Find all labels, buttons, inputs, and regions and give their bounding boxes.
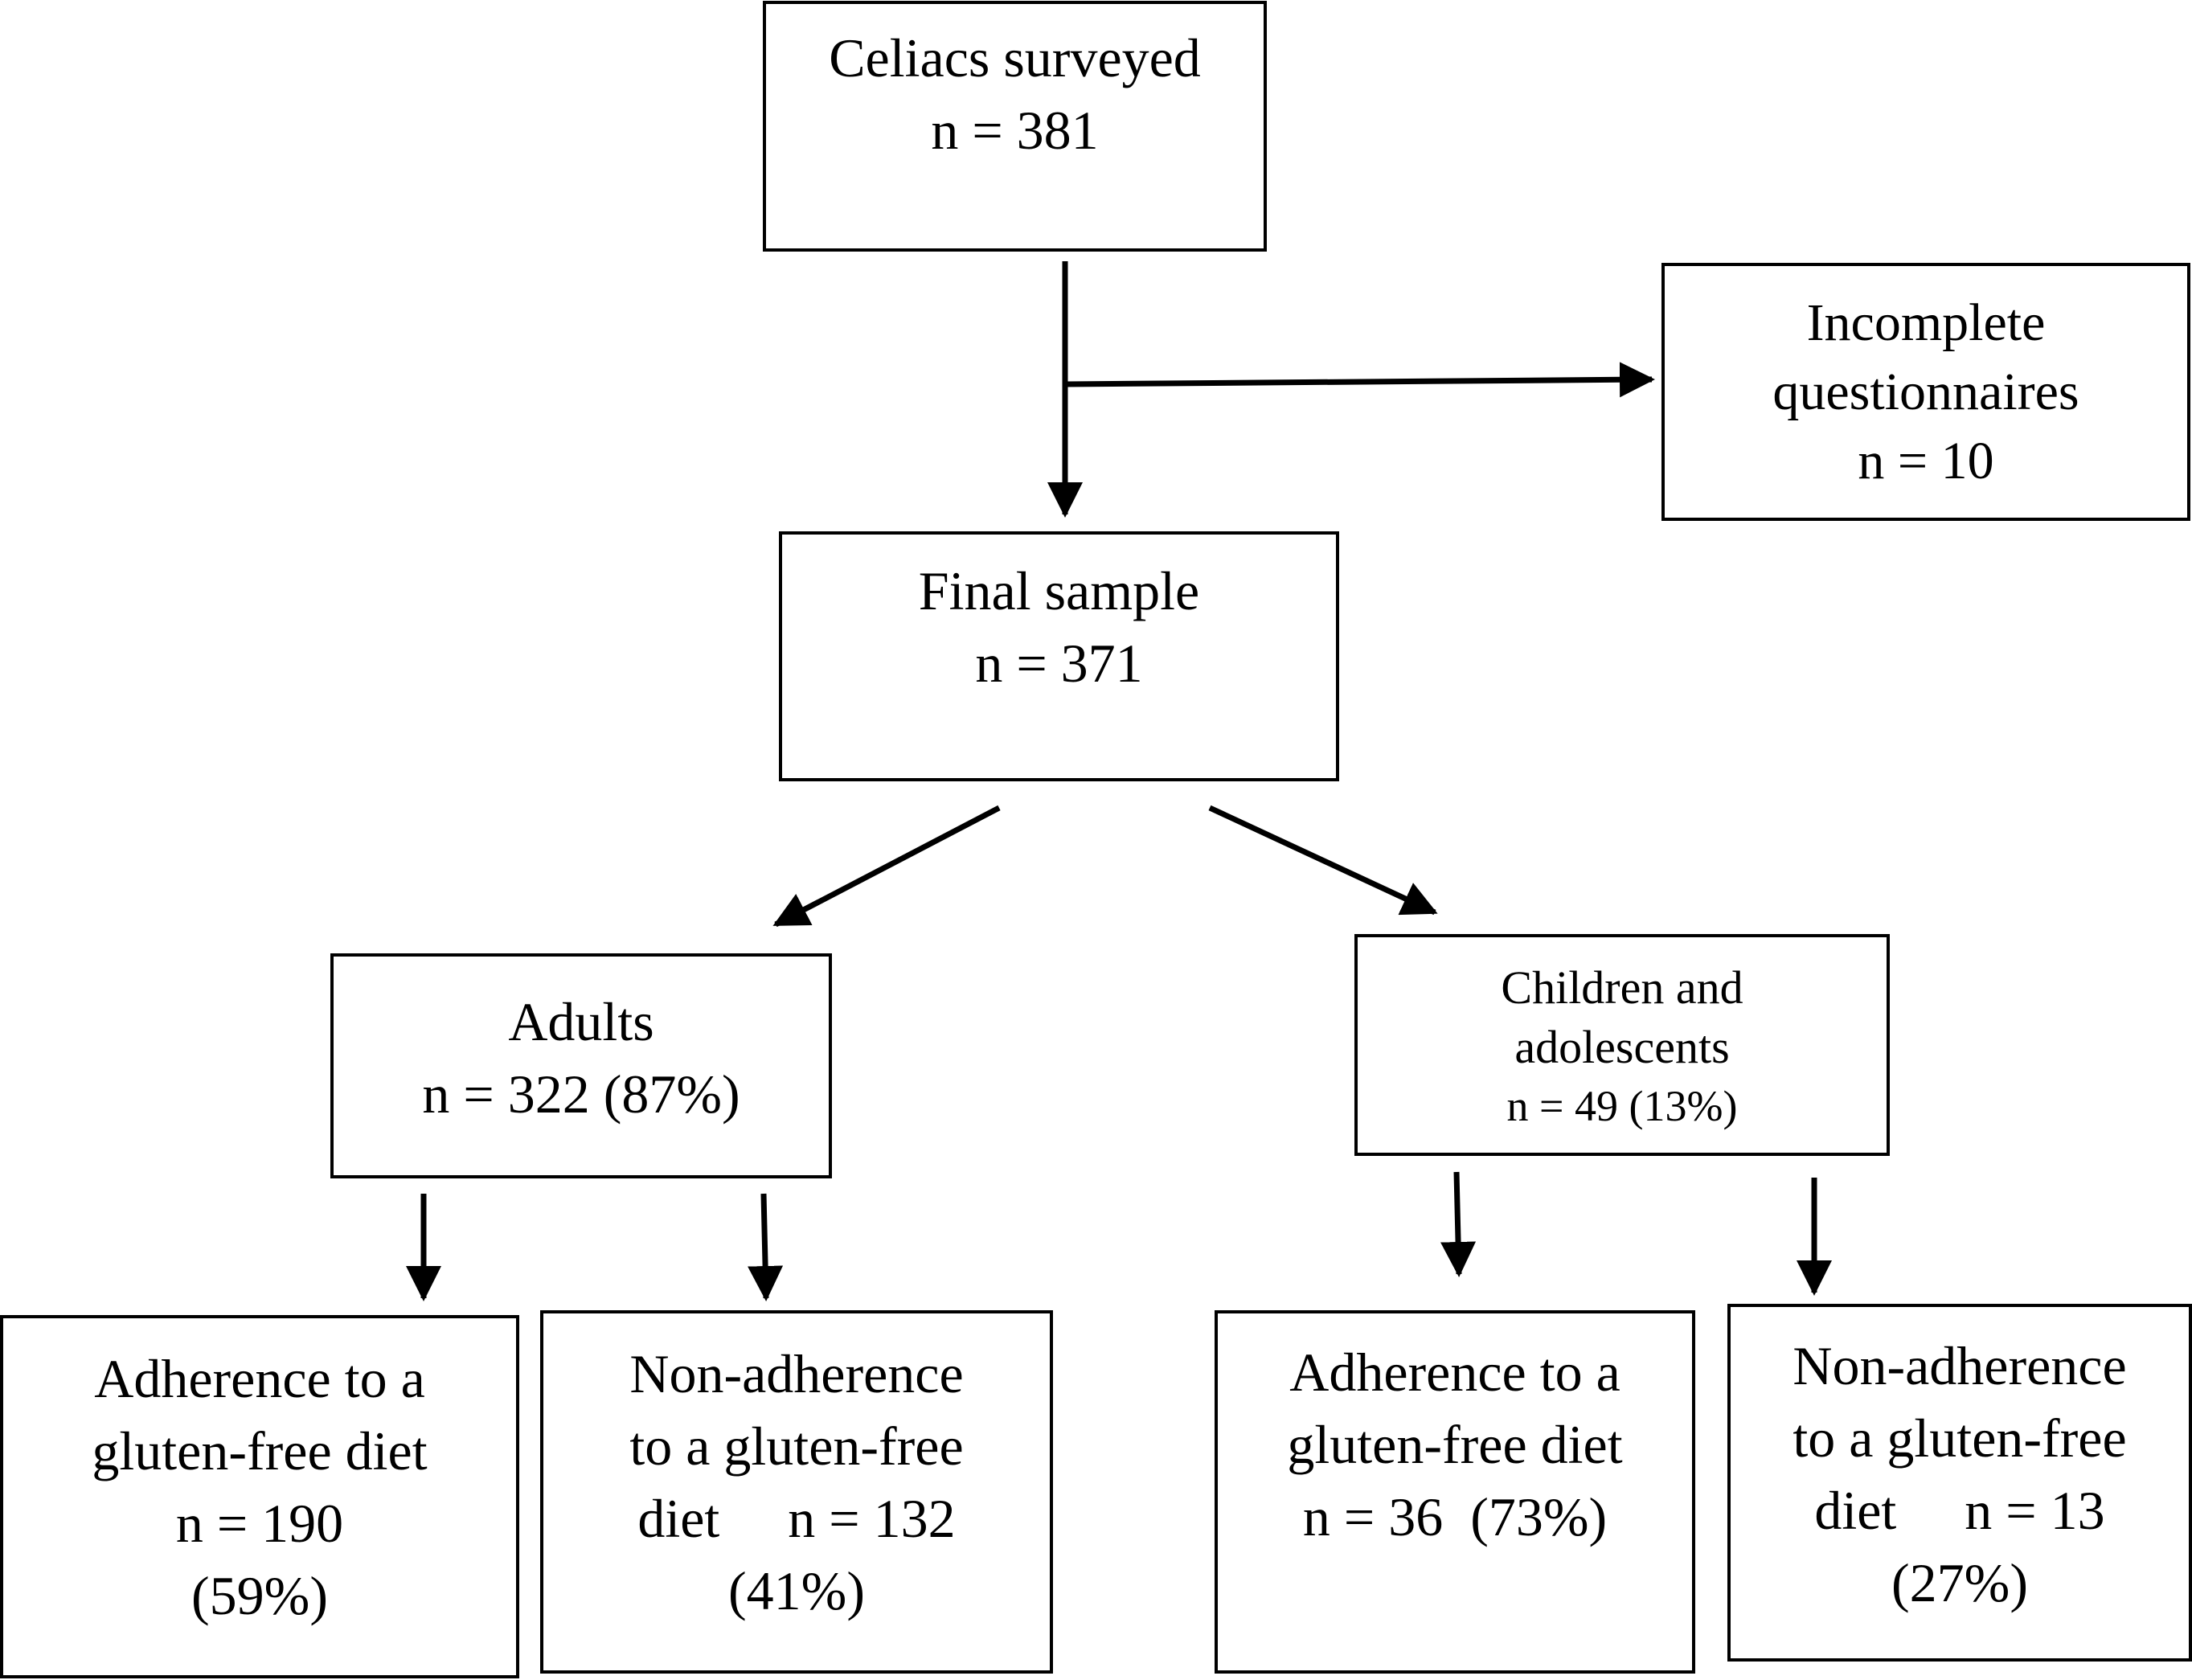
children-adherence-line1: Adherence to a <box>1289 1342 1620 1403</box>
children-non-adherence-line3: diet n = 13 <box>1814 1480 2105 1541</box>
box-incomplete-questionnaires: Incomplete questionnaires n = 10 <box>1661 263 2190 521</box>
arrow-final-to-adults <box>772 805 1001 928</box>
arrow-children-to-adherence <box>1440 1171 1477 1277</box>
incomplete-label-line1: Incomplete <box>1806 293 2046 352</box>
adults-non-adherence-line3: diet n = 132 <box>637 1488 956 1549</box>
adults-adherence-percent: (59%) <box>191 1565 328 1626</box>
children-non-adherence-percent: (27%) <box>1891 1552 2028 1613</box>
box-children-adherence: Adherence to a gluten-free diet n = 36 (… <box>1215 1310 1695 1674</box>
arrow-final-to-children <box>1208 805 1438 916</box>
adults-non-adherence-line2: to a gluten-free <box>629 1416 964 1477</box>
children-label-line1: Children and <box>1501 961 1743 1014</box>
arrow-to-incomplete <box>1064 362 1655 398</box>
final-sample-label: Final sample <box>918 560 1200 621</box>
box-adults-adherence: Adherence to a gluten-free diet n = 190 … <box>0 1315 519 1678</box>
incomplete-count: n = 10 <box>1858 432 1994 490</box>
box-final-sample: Final sample n = 371 <box>779 531 1339 781</box>
adults-count: n = 322 (87%) <box>422 1063 740 1125</box>
incomplete-label-line2: questionnaires <box>1772 363 2079 421</box>
celiacs-surveyed-label: Celiacs surveyed <box>829 27 1201 88</box>
adults-adherence-count: n = 190 <box>175 1493 344 1554</box>
box-children-non-adherence: Non-adherence to a gluten-free diet n = … <box>1727 1304 2192 1662</box>
celiacs-surveyed-count: n = 381 <box>931 100 1099 161</box>
children-non-adherence-line1: Non-adherence <box>1793 1335 2127 1396</box>
children-adherence-line3: n = 36 (73%) <box>1302 1486 1608 1547</box>
children-non-adherence-line2: to a gluten-free <box>1793 1408 2127 1469</box>
box-adults: Adults n = 322 (87%) <box>330 953 832 1178</box>
children-label-line2: adolescents <box>1514 1021 1730 1073</box>
adults-non-adherence-percent: (41%) <box>728 1560 865 1621</box>
arrow-adults-to-non-adherence <box>748 1193 784 1301</box>
box-adults-non-adherence: Non-adherence to a gluten-free diet n = … <box>540 1310 1053 1674</box>
children-count: n = 49 (13%) <box>1506 1082 1738 1130</box>
final-sample-count: n = 371 <box>975 633 1143 694</box>
adults-non-adherence-line1: Non-adherence <box>629 1343 964 1404</box>
adults-adherence-line2: gluten-free diet <box>92 1420 428 1481</box>
adults-adherence-line1: Adherence to a <box>94 1348 425 1409</box>
adults-label: Adults <box>508 991 654 1052</box>
children-adherence-line2: gluten-free diet <box>1287 1414 1623 1475</box>
box-celiacs-surveyed: Celiacs surveyed n = 381 <box>763 1 1267 252</box>
box-children-adolescents: Children and adolescents n = 49 (13%) <box>1354 934 1890 1156</box>
